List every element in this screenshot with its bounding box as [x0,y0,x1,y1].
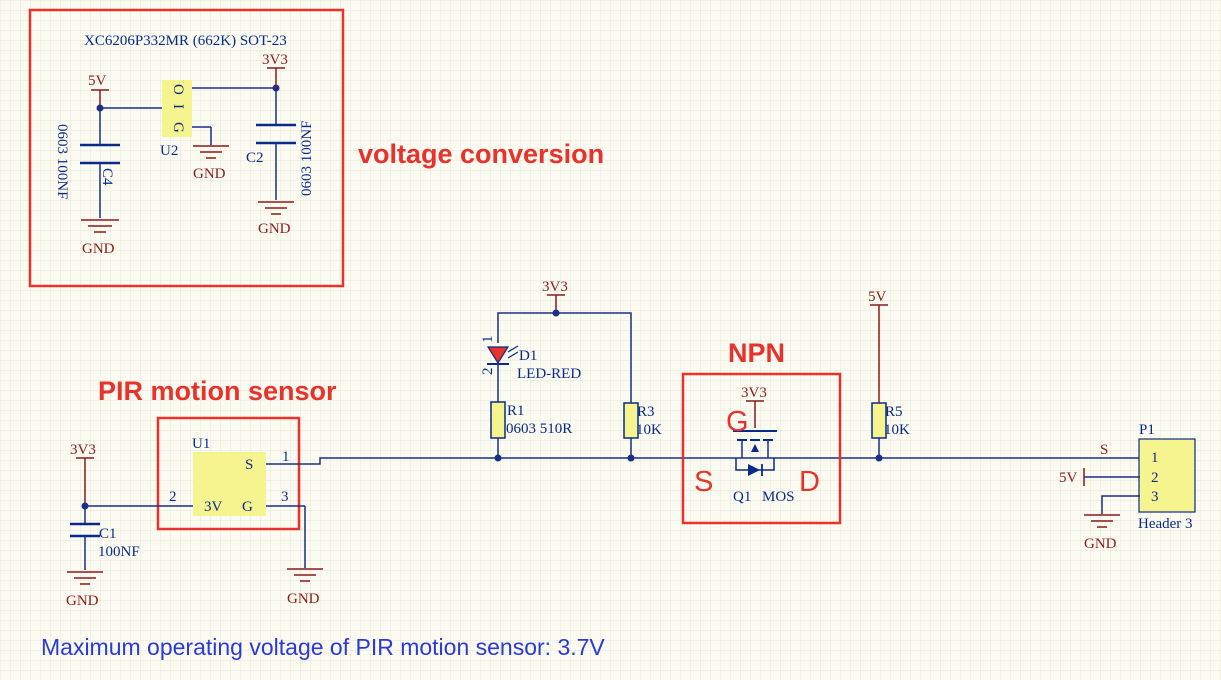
u2-pin-o: O [170,84,186,95]
p1-pin1: 1 [1151,450,1159,466]
gnd-c4: GND [81,219,119,257]
mosfet-q1[interactable]: Q1 MOS [733,430,795,505]
capacitor-c2[interactable]: C2 0603 100NF [246,121,315,200]
capacitor-c1[interactable]: C1 100NF [70,522,140,570]
u2-pin-i: I [170,104,186,109]
u1-pin-g: G [242,499,253,515]
u2-ref: U2 [160,143,178,159]
regulator-u2[interactable]: O I G U2 [160,80,192,159]
p1-value: Header 3 [1138,516,1193,532]
gnd-header: GND [1084,514,1120,552]
net-5v-c4: 5V [88,73,109,106]
svg-text:5V: 5V [1059,470,1078,486]
svg-text:3V3: 3V3 [542,279,568,295]
svg-text:GND: GND [287,591,320,607]
svg-text:3V3: 3V3 [741,385,767,401]
resistor-r5[interactable]: R5 10K [871,402,910,458]
d1-pin1: 1 [480,336,496,344]
r1-ref: R1 [507,403,525,419]
r1-value: 0603 510R [506,421,572,437]
gnd-c2: GND [258,201,294,237]
net-5v-header: 5V [1059,468,1140,486]
operating-voltage-note: Maximum operating voltage of PIR motion … [41,634,605,660]
svg-text:3V3: 3V3 [70,442,96,458]
svg-text:5V: 5V [88,73,107,89]
r3-ref: R3 [637,404,655,420]
u1-pin1-num: 1 [282,449,290,465]
header-p1[interactable]: P1 1 2 3 Header 3 [1138,422,1196,532]
c4-value: 0603 100NF [54,124,70,199]
p1-ref: P1 [1139,422,1155,438]
c2-value: 0603 100NF [299,121,315,196]
resistor-r3[interactable]: R3 10K [623,402,662,458]
resistor-r1[interactable]: R1 0603 510R [490,401,572,458]
gnd-c1: GND [66,571,103,609]
p1-pin3: 3 [1151,489,1159,505]
gnd-u1: GND [287,568,323,607]
led-d1[interactable]: D1 LED-RED 1 2 [480,336,581,403]
capacitor-c4[interactable]: C4 0603 100NF [54,124,120,218]
c2-ref: C2 [246,150,264,166]
svg-text:3V3: 3V3 [262,52,288,68]
gnd-u2: GND [193,145,229,182]
c1-ref: C1 [99,526,117,542]
mos-label-s: S [694,466,713,498]
d1-ref: D1 [519,348,537,364]
u1-pin-s: S [245,457,253,473]
npn-box[interactable] [681,372,842,525]
regulator-part-label: XC6206P332MR (662K) SOT-23 [84,33,287,49]
svg-text:GND: GND [193,166,226,182]
mos-label-g: G [726,406,749,438]
r5-ref: R5 [885,404,903,420]
u1-ref: U1 [192,436,210,452]
c4-ref: C4 [99,168,115,186]
pir-title: PIR motion sensor [98,376,337,406]
pir-sensor-u1[interactable]: U1 S 3V G 1 2 3 [169,436,290,516]
d1-pin2: 2 [480,368,496,376]
svg-text:GND: GND [1084,536,1117,552]
voltage-conversion-block: XC6206P332MR (662K) SOT-23 5V C4 0603 10… [28,8,345,288]
net-3v3-mos: 3V3 [741,385,767,428]
net-3v3-led: 3V3 [542,279,568,313]
r5-value: 10K [884,422,910,438]
pir-box[interactable] [156,416,301,531]
p1-pin2: 2 [1151,470,1159,486]
net-s-label: S [1100,442,1108,458]
q1-value: MOS [762,489,795,505]
c1-value: 100NF [98,544,140,560]
q1-ref: Q1 [733,489,751,505]
svg-text:5V: 5V [868,289,887,305]
u1-pin3-num: 3 [281,489,289,505]
svg-text:GND: GND [258,221,291,237]
net-3v3-c2: 3V3 [262,52,288,88]
net-3v3-c1: 3V3 [70,442,96,506]
mos-label-d: D [799,466,820,498]
r3-value: 10K [636,422,662,438]
voltage-conversion-box[interactable] [28,8,345,288]
u2-pin-g: G [170,122,186,133]
u1-pin-3v: 3V [204,499,223,515]
voltage-conversion-title: voltage conversion [358,139,604,169]
u1-pin2-num: 2 [169,489,177,505]
npn-title: NPN [728,338,785,368]
svg-text:GND: GND [82,241,115,257]
d1-value: LED-RED [517,366,581,382]
net-5v-r5: 5V [868,289,888,403]
svg-text:GND: GND [66,593,99,609]
